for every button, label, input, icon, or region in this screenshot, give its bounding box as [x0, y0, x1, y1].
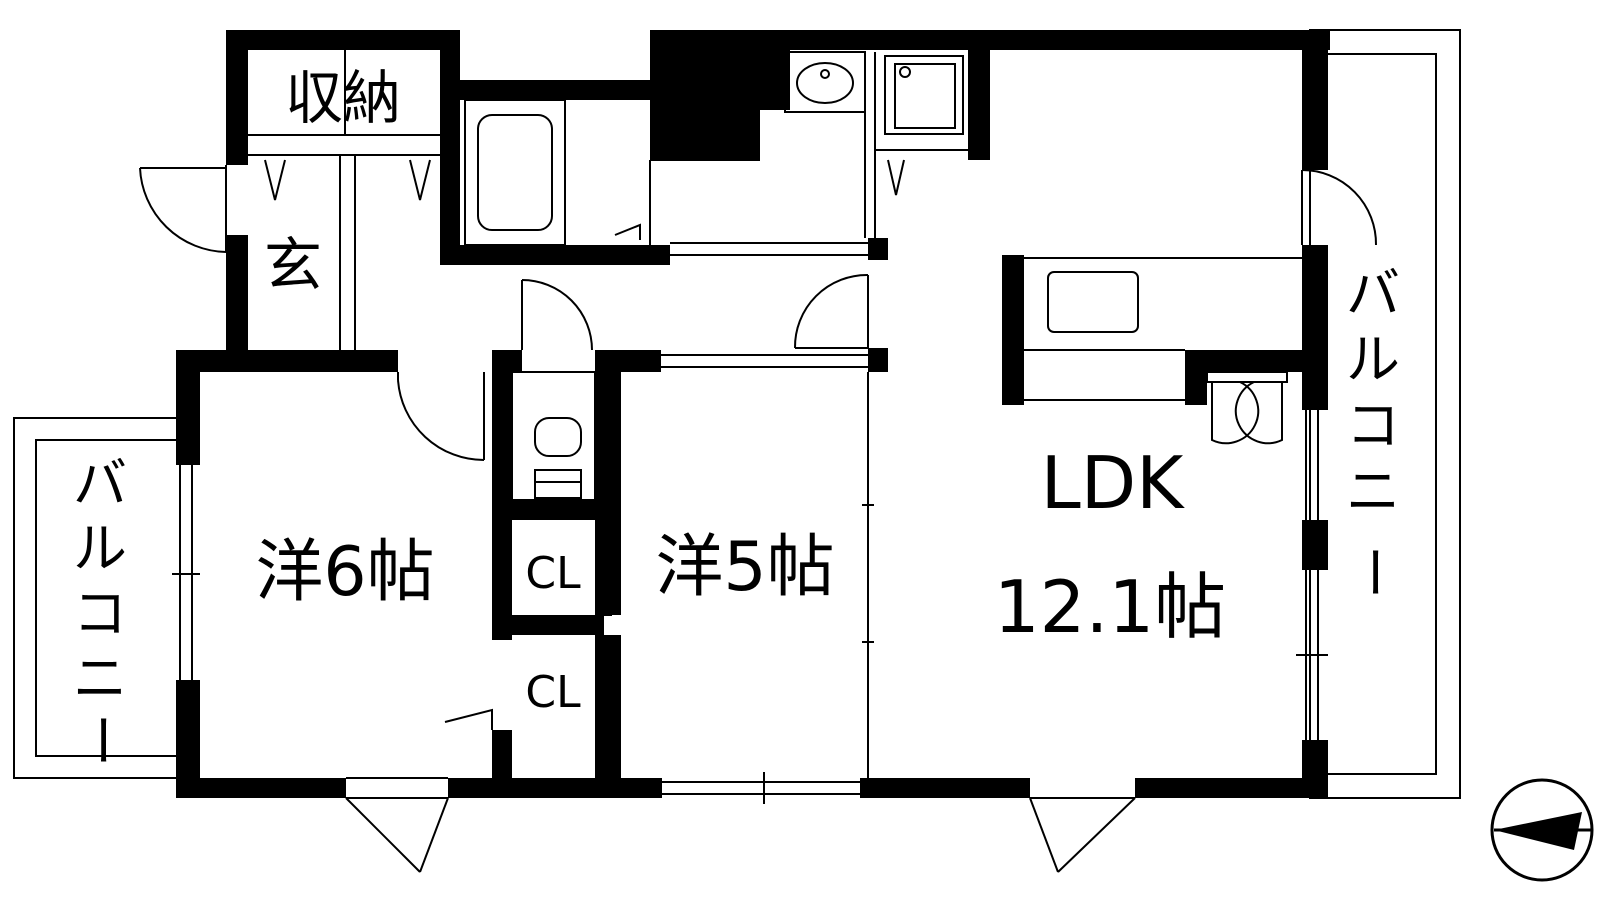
- room-label-closet-upper: CL: [525, 548, 581, 599]
- balcony-right-char: バ: [1346, 262, 1400, 325]
- balcony-left-char: ー: [70, 713, 133, 767]
- walls: [176, 30, 1330, 798]
- balcony-label-right: バ ル コ ニ ー: [1342, 262, 1405, 599]
- balcony-left-char: バ: [73, 452, 127, 515]
- room-label-western6: 洋6帖: [255, 533, 434, 612]
- balcony-left-char: コ: [73, 582, 127, 645]
- balcony-right: [1309, 29, 1461, 799]
- north-arrow-icon: [1490, 778, 1594, 882]
- room-label-ldk-size: 12.1帖: [994, 565, 1226, 649]
- balcony-right-char: ル: [1346, 328, 1400, 391]
- room-label-storage: 収納: [285, 64, 401, 132]
- room-label-closet-lower: CL: [525, 667, 581, 718]
- balcony-right-char: ニ: [1346, 460, 1400, 523]
- balcony-right-char: コ: [1346, 394, 1400, 457]
- room-label-entrance: 玄: [264, 231, 322, 299]
- balcony-left-char: ニ: [73, 647, 127, 710]
- room-label-ldk: LDK: [1041, 441, 1186, 525]
- balcony-right-char: ー: [1342, 545, 1405, 599]
- balcony-label-left: バ ル コ ニ ー: [70, 452, 133, 767]
- balcony-left-char: ル: [73, 517, 127, 580]
- room-label-western5: 洋5帖: [655, 528, 834, 607]
- fittings: [139, 45, 1378, 873]
